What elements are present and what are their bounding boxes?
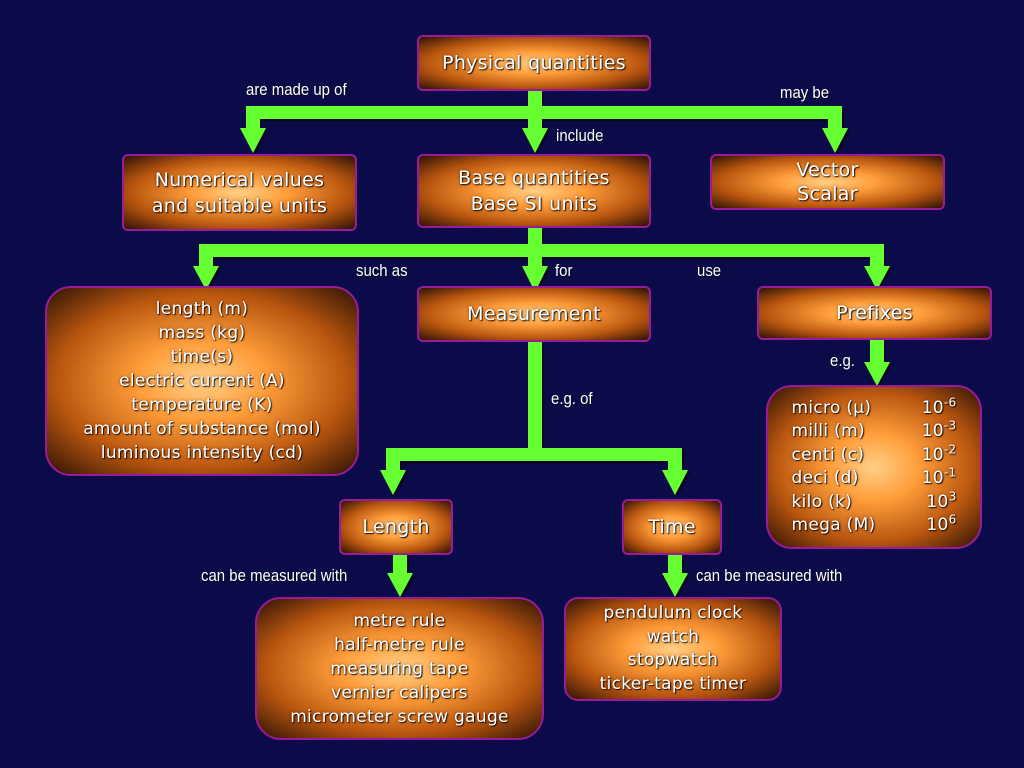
arrow-head-time [662,470,688,495]
si-item: electric current (A) [119,371,285,391]
si-item: time(s) [170,347,234,367]
arrow-stem-si [199,244,213,268]
arrow-head-numerical [240,128,266,153]
prefixes-box: Prefixes [757,286,992,340]
arrow-stem-length [386,448,400,472]
time-instrument: stopwatch [627,650,719,670]
prefixes-label: Prefixes [836,302,913,324]
arrow-head-si [193,266,219,290]
length-instrument: half-metre rule [334,634,465,655]
arrow-head-base [522,128,548,153]
prefix-value: 10-6 [921,394,957,418]
base-quantities-line-1: Base quantities [458,167,610,189]
arrow-bar-top [246,106,842,119]
arrow-stem-time-instruments [668,555,682,575]
numerical-values-line-2: and suitable units [151,194,328,217]
length-label: Length [362,516,430,538]
arrow-head-prefixes [864,266,890,290]
label-eg-of: e.g. of [551,389,593,408]
length-instrument: metre rule [353,610,446,631]
si-item: mass (kg) [158,323,246,343]
time-label: Time [648,516,696,538]
prefix-row: mega (M) 106 [791,512,957,538]
prefix-value: 10-3 [921,418,957,441]
prefix-value: 103 [926,488,957,512]
base-quantities-box: Base quantities Base SI units [417,154,651,228]
arrow-head-measurement [522,266,548,292]
arrow-trunk-measurement [528,342,542,454]
prefix-value: 106 [926,512,957,535]
arrow-stem-prefix-list [870,340,884,364]
arrow-stem-length-instruments [393,555,407,575]
label-such-as: such as [356,261,408,280]
si-item: length (m) [155,299,249,319]
vector-scalar-box: Vector Scalar [710,154,945,210]
prefix-row: kilo (k) 103 [791,488,957,515]
prefix-name: deci (d) [791,468,859,488]
arrow-head-length-instruments [387,573,413,597]
prefix-name: milli (m) [791,421,865,441]
arrow-stem-center [528,106,542,130]
prefix-value: 10-1 [921,465,957,488]
arrow-stem-prefixes [870,244,884,268]
prefix-row: micro (μ) 10-6 [791,394,957,421]
numerical-values-line-1: Numerical values [154,168,325,191]
arrow-stem-left [246,106,260,130]
arrow-head-prefix-list [864,362,890,386]
prefix-name: mega (M) [791,515,876,535]
time-instrument: ticker-tape timer [599,673,747,694]
length-instrument: measuring tape [330,658,469,679]
length-instrument: vernier calipers [331,682,468,703]
prefix-row: deci (d) 10-1 [791,465,957,491]
scalar-label: Scalar [797,183,858,205]
measurement-box: Measurement [417,286,651,342]
prefix-value: 10-2 [921,441,957,465]
label-can-be-measured-with-right: can be measured with [696,566,843,585]
arrow-head-length [380,470,406,495]
label-may-be: may be [780,83,830,102]
arrow-stem-time [668,448,682,472]
si-quantities-box: length (m) mass (kg) time(s) electric cu… [45,286,359,476]
vector-label: Vector [796,159,859,181]
numerical-values-box: Numerical values and suitable units [122,154,357,231]
prefix-row: centi (c) 10-2 [791,441,957,468]
measurement-label: Measurement [467,303,601,325]
prefix-name: kilo (k) [791,491,853,512]
length-box: Length [339,499,453,555]
label-eg: e.g. [830,351,855,370]
si-item: luminous intensity (cd) [100,443,304,463]
prefix-list-box: micro (μ) 10-6 milli (m) 10-3 centi (c) … [766,385,982,549]
arrow-head-time-instruments [662,573,688,597]
time-instruments-box: pendulum clock watch stopwatch ticker-ta… [564,597,782,701]
physical-quantities-label: Physical quantities [442,52,626,74]
si-item: temperature (K) [131,395,273,415]
arrow-head-vector [822,128,848,153]
label-are-made-up-of: are made up of [246,80,347,99]
time-instrument: watch [646,626,700,647]
label-use: use [697,261,722,280]
prefix-row: milli (m) 10-3 [791,418,957,444]
arrow-stem-measurement [528,244,542,268]
si-item: amount of substance (mol) [83,419,321,439]
label-include: include [556,126,604,145]
prefix-name: micro (μ) [791,397,872,418]
length-instruments-box: metre rule half-metre rule measuring tap… [255,597,544,740]
label-can-be-measured-with-left: can be measured with [201,566,348,585]
physical-quantities-box: Physical quantities [417,35,651,91]
arrow-bar-lower [386,448,682,461]
base-quantities-line-2: Base SI units [470,193,598,215]
time-box: Time [622,499,722,555]
prefix-name: centi (c) [791,444,865,465]
label-for: for [555,261,573,280]
time-instrument: pendulum clock [603,603,743,623]
length-instrument: micrometer screw gauge [290,706,509,727]
arrow-stem-right [828,106,842,130]
